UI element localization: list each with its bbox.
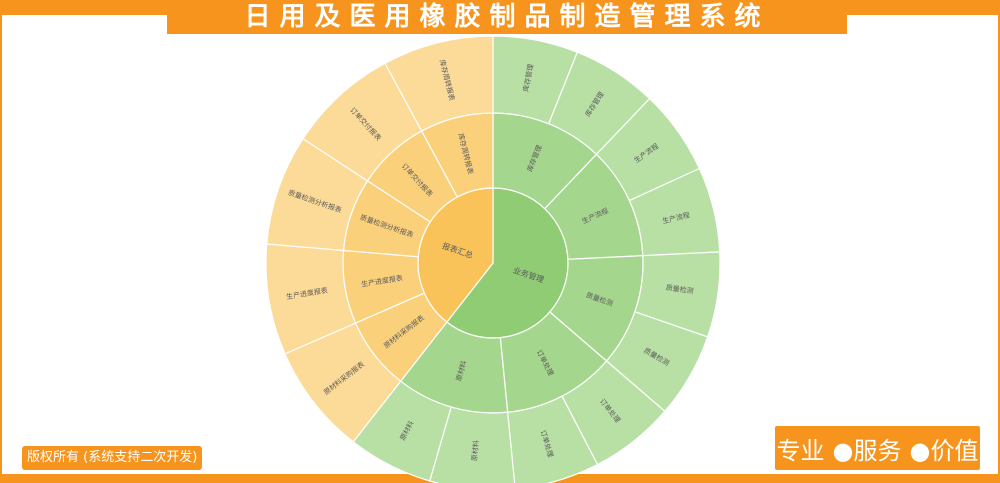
sunburst-segment-orange-outer[interactable] xyxy=(384,35,494,132)
slogan-item: ●服务 xyxy=(832,436,902,465)
slogan-item: ●价值 xyxy=(909,436,979,465)
page-title: 日用及医用橡胶制品制造管理系统 xyxy=(244,2,770,32)
slogan-item: 专业 xyxy=(776,436,825,465)
sunburst-label-green-outer: 质量检测 xyxy=(665,283,694,296)
sunburst-label-green-outer: 原材料 xyxy=(470,440,481,462)
slogan-badge: 专业 ●服务 ●价值 xyxy=(775,426,980,470)
title-banner: 日用及医用橡胶制品制造管理系统 xyxy=(167,0,847,34)
copyright-badge: 版权所有 (系统支持二次开发) xyxy=(22,446,203,470)
